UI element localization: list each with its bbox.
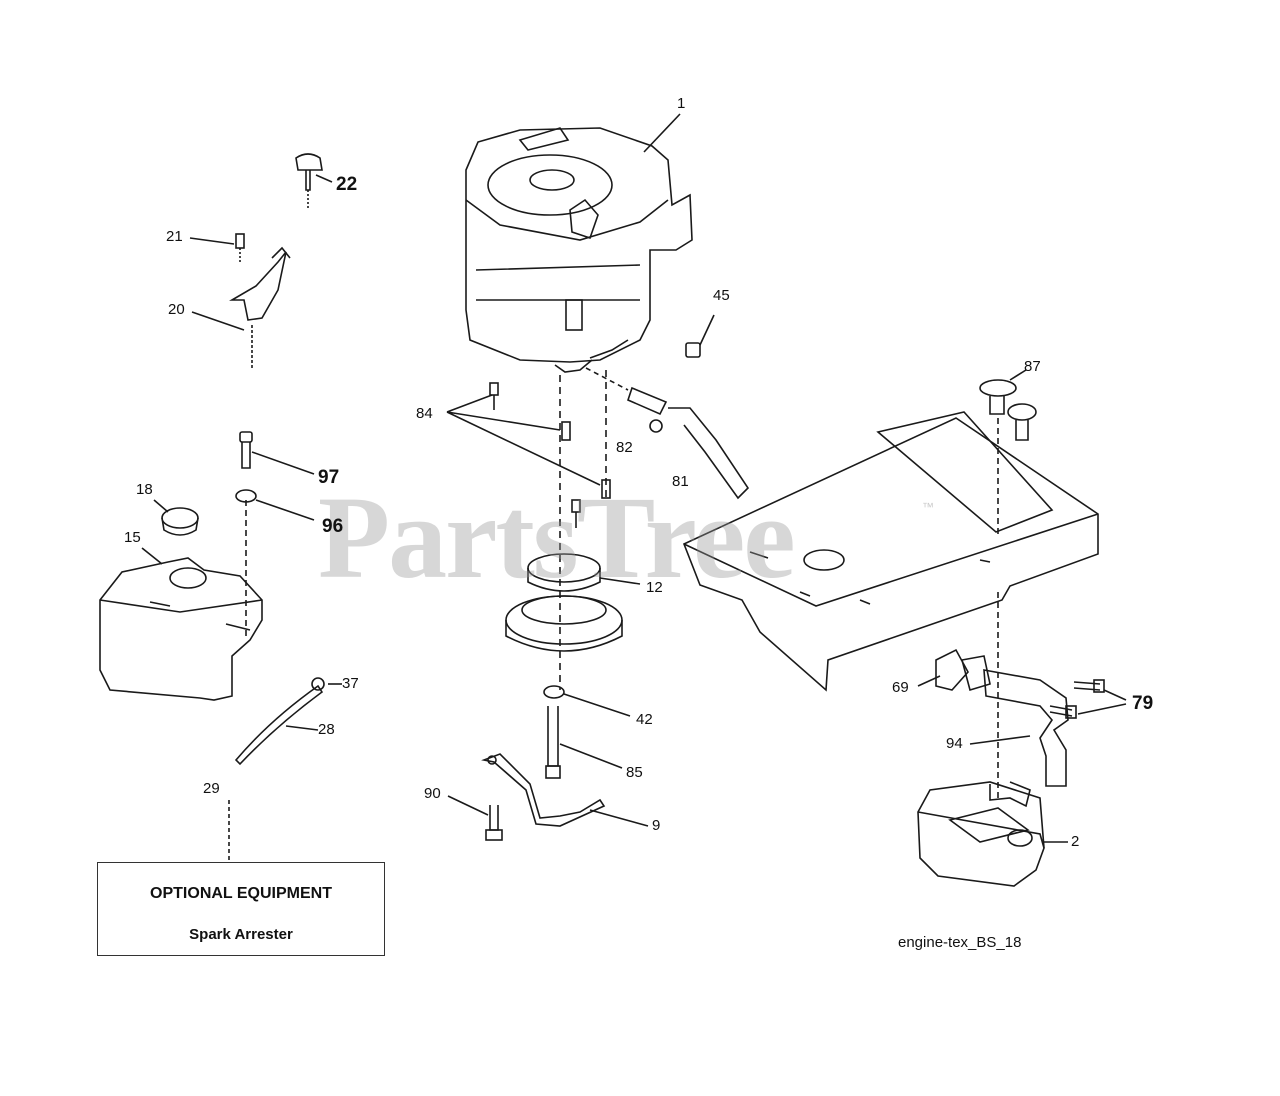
bolt-85[interactable] [545, 706, 561, 779]
callout-79[interactable]: 79 [1132, 693, 1154, 714]
callout-1[interactable]: 1 [677, 95, 686, 112]
callout-22[interactable]: 22 [336, 174, 358, 195]
callout-85[interactable]: 85 [626, 764, 643, 781]
callout-42[interactable]: 42 [636, 711, 653, 728]
muffler-2[interactable] [917, 781, 1045, 887]
diagram-code: engine-tex_BS_18 [898, 934, 1022, 951]
callout-45[interactable]: 45 [713, 287, 730, 304]
knob-87[interactable] [979, 379, 1037, 441]
callout-2[interactable]: 2 [1071, 833, 1080, 850]
throttle-control-20[interactable] [229, 233, 291, 368]
fuel-fitting-82[interactable] [585, 367, 668, 433]
callout-37[interactable]: 37 [342, 675, 359, 692]
callout-9[interactable]: 9 [652, 817, 661, 834]
callout-97[interactable]: 97 [318, 467, 340, 488]
washer-42[interactable] [543, 685, 565, 699]
callout-15[interactable]: 15 [124, 529, 141, 546]
callout-90[interactable]: 90 [424, 785, 441, 802]
callout-29[interactable]: 29 [203, 780, 220, 797]
bolt-97[interactable] [239, 431, 253, 469]
callout-96[interactable]: 96 [322, 516, 344, 537]
callout-69[interactable]: 69 [892, 679, 909, 696]
bolt-84[interactable] [489, 382, 611, 528]
callout-84[interactable]: 84 [416, 405, 433, 422]
callout-28[interactable]: 28 [318, 721, 335, 738]
fuel-line-28[interactable] [234, 684, 324, 766]
gasket-69[interactable] [935, 648, 991, 692]
callout-82[interactable]: 82 [616, 439, 633, 456]
engine-part-1[interactable] [465, 127, 693, 373]
knob-22[interactable] [295, 153, 323, 210]
optional-equipment-item[interactable]: Spark Arrester [189, 926, 293, 943]
fuel-tank-15[interactable] [99, 557, 263, 701]
optional-equipment-box: OPTIONAL EQUIPMENT Spark Arrester [97, 862, 385, 956]
pulley-12[interactable] [505, 553, 623, 652]
bracket-9[interactable] [481, 753, 606, 827]
callout-20[interactable]: 20 [168, 301, 185, 318]
fuel-hose-81[interactable] [668, 407, 750, 500]
callout-81[interactable]: 81 [672, 473, 689, 490]
clamp-37[interactable] [311, 677, 325, 691]
callout-87[interactable]: 87 [1024, 358, 1041, 375]
bolt-90[interactable] [485, 805, 503, 841]
callout-94[interactable]: 94 [946, 735, 963, 752]
optional-equipment-title: OPTIONAL EQUIPMENT [150, 885, 332, 902]
exhaust-pipe-94[interactable] [983, 669, 1069, 787]
nut-45[interactable] [685, 342, 701, 358]
watermark-trademark: ™ [922, 500, 934, 514]
frame-plate [682, 411, 1099, 692]
callout-18[interactable]: 18 [136, 481, 153, 498]
bolt-79[interactable] [1049, 679, 1105, 719]
callout-21[interactable]: 21 [166, 228, 183, 245]
callout-12[interactable]: 12 [646, 579, 663, 596]
fuel-cap-18[interactable] [161, 507, 199, 536]
